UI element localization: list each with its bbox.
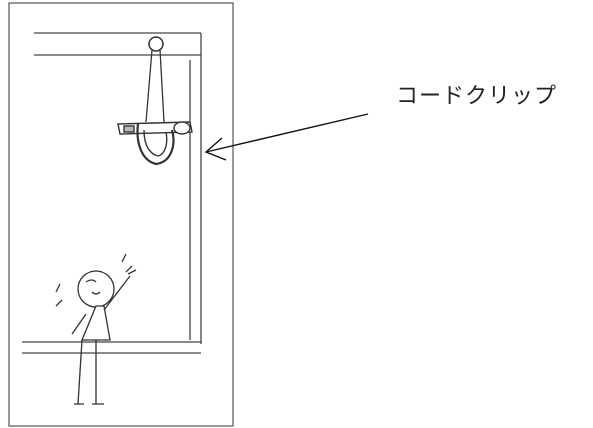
window-frame	[8, 2, 234, 427]
window-edge	[189, 55, 202, 344]
curtain-rail	[34, 32, 202, 56]
callout-arrow	[204, 113, 369, 161]
child-figure	[55, 253, 137, 405]
cord-knob	[148, 36, 164, 52]
cord-clip-label: コードクリップ	[396, 84, 558, 109]
cord-clip-shape	[117, 121, 193, 166]
window-sill	[22, 341, 201, 354]
cord-loop	[145, 49, 165, 123]
